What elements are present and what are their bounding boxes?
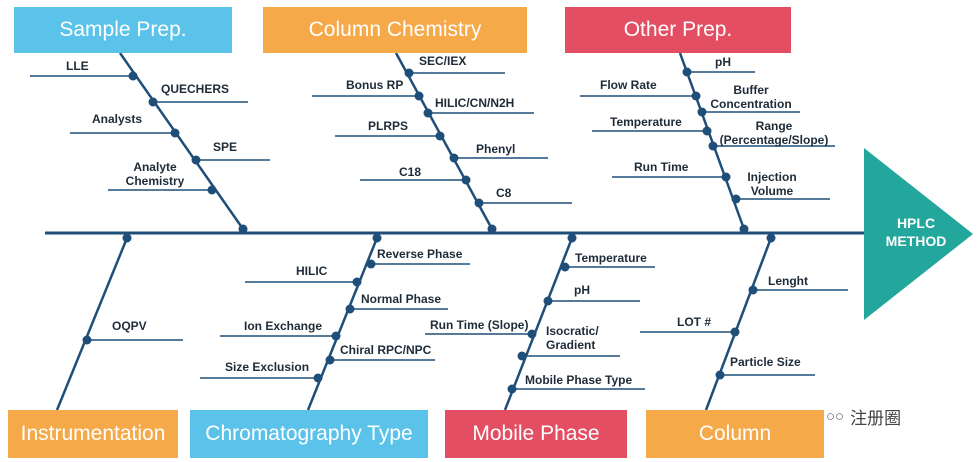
category-column-chemistry: Column Chemistry	[263, 7, 527, 53]
cause-ph-other: pH	[715, 55, 731, 69]
cause-spe: SPE	[213, 140, 238, 154]
cause-bonus-rp: Bonus RP	[346, 78, 404, 92]
branch-run-time-slope-dot	[527, 329, 537, 339]
branch-hilic-cn-n2h-dot	[423, 108, 433, 118]
branch-ion-exchange-dot	[331, 331, 341, 341]
branch-temperature-mobile-dot	[560, 262, 570, 272]
branch-run-time-dot	[721, 172, 731, 182]
cause-phenyl: Phenyl	[476, 142, 516, 156]
branch-bonus-rp-dot	[414, 91, 424, 101]
spine-junction-dot	[372, 233, 382, 243]
branch-lle-dot	[128, 71, 138, 81]
watermark-text: 注册圈	[850, 409, 902, 428]
spine-junction-dot	[739, 224, 749, 234]
spine-junction-dot	[238, 224, 248, 234]
cause-range-percentage-slope: Range (Percentage/Slope)	[719, 119, 829, 147]
category-sample-prep: Sample Prep.	[14, 7, 232, 53]
branch-reverse-phase-dot	[366, 259, 376, 269]
branch-c8-dot	[474, 198, 484, 208]
branch-chiral-rpc-npc-dot	[325, 355, 335, 365]
cause-plrps: PLRPS	[368, 119, 409, 133]
cause-lot-number: LOT #	[677, 315, 712, 329]
arrow-head	[864, 148, 973, 320]
branch-isocratic-gradient-dot	[517, 351, 527, 361]
wechat-icon: ○○	[826, 408, 845, 425]
branch-lot-number-dot	[730, 327, 740, 337]
category-instrumentation: Instrumentation	[8, 410, 178, 458]
bone-column	[704, 237, 773, 411]
cause-c18: C18	[399, 165, 422, 179]
cause-particle-size: Particle Size	[730, 355, 801, 369]
spine-junction-dot	[567, 233, 577, 243]
branch-range-dot	[708, 141, 718, 151]
branch-injection-volume-dot	[731, 194, 741, 204]
category-mobile-phase: Mobile Phase	[445, 410, 627, 458]
branch-particle-size-dot	[715, 370, 725, 380]
cause-normal-phase: Normal Phase	[361, 292, 442, 306]
branch-c18-dot	[461, 175, 471, 185]
branch-mobile-phase-type-dot	[507, 384, 517, 394]
cause-run-time: Run Time	[634, 160, 689, 174]
cause-hilic: HILIC	[296, 264, 328, 278]
branch-ph-dot	[682, 67, 692, 77]
cause-analysts: Analysts	[92, 112, 143, 126]
cause-flow-rate: Flow Rate	[600, 78, 657, 92]
category-chromatography-type: Chromatography Type	[190, 410, 428, 458]
branch-plrps-dot	[435, 131, 445, 141]
title-line-1: HPLC	[896, 215, 936, 231]
category-other-prep: Other Prep.	[565, 7, 791, 53]
branch-sec-iex-dot	[404, 68, 414, 78]
spine-junction-dot	[487, 224, 497, 234]
branch-temperature-dot	[702, 126, 712, 136]
cause-ph-mobile: pH	[574, 283, 590, 297]
cause-hilic-cn-n2h: HILIC/CN/N2H	[435, 96, 515, 110]
cause-lle: LLE	[66, 59, 89, 73]
cause-temperature-mobile: Temperature	[575, 251, 647, 265]
cause-analyte-chemistry: Analyte Chemistry	[125, 160, 185, 188]
branch-spe-dot	[191, 155, 201, 165]
branch-buffer-concentration-dot	[697, 107, 707, 117]
cause-sec-iex: SEC/IEX	[419, 54, 467, 68]
cause-quechers: QUECHERS	[161, 82, 230, 96]
hplc-method-title: HPLC METHOD	[866, 214, 966, 250]
bone-sample-prep	[118, 52, 245, 230]
cause-oqpv: OQPV	[112, 319, 147, 333]
cause-chiral-rpc-npc: Chiral RPC/NPC	[340, 343, 432, 357]
branch-analyte-chemistry-dot	[207, 185, 217, 195]
branch-quechers-dot	[148, 97, 158, 107]
cause-ion-exchange: Ion Exchange	[244, 319, 323, 333]
cause-run-time-slope: Run Time (Slope)	[430, 318, 529, 332]
branch-phenyl-dot	[449, 153, 459, 163]
branch-oqpv-dot	[82, 335, 92, 345]
title-line-2: METHOD	[885, 233, 947, 249]
cause-size-exclusion: Size Exclusion	[225, 360, 310, 374]
branch-normal-phase-dot	[345, 304, 355, 314]
branch-flow-rate-dot	[691, 91, 701, 101]
branch-lenght-dot	[748, 285, 758, 295]
cause-mobile-phase-type: Mobile Phase Type	[525, 373, 633, 387]
cause-lenght: Lenght	[768, 274, 808, 288]
cause-c8: C8	[496, 186, 512, 200]
cause-temperature-other: Temperature	[610, 115, 682, 129]
branch-size-exclusion-dot	[313, 373, 323, 383]
cause-buffer-concentration: Buffer Concentration	[710, 83, 792, 111]
branch-analysts-dot	[170, 128, 180, 138]
category-column: Column	[646, 410, 824, 458]
spine-junction-dot	[766, 233, 776, 243]
watermark: ○○ 注册圈	[826, 404, 901, 429]
branch-hilic-dot	[352, 277, 362, 287]
spine-junction-dot	[122, 233, 132, 243]
cause-injection-volume: Injection Volume	[747, 170, 797, 198]
cause-reverse-phase: Reverse Phase	[377, 247, 463, 261]
cause-isocratic-gradient: Isocratic/ Gradient	[546, 324, 599, 352]
branch-ph-mobile-dot	[543, 296, 553, 306]
bone-instrumentation	[55, 237, 129, 411]
